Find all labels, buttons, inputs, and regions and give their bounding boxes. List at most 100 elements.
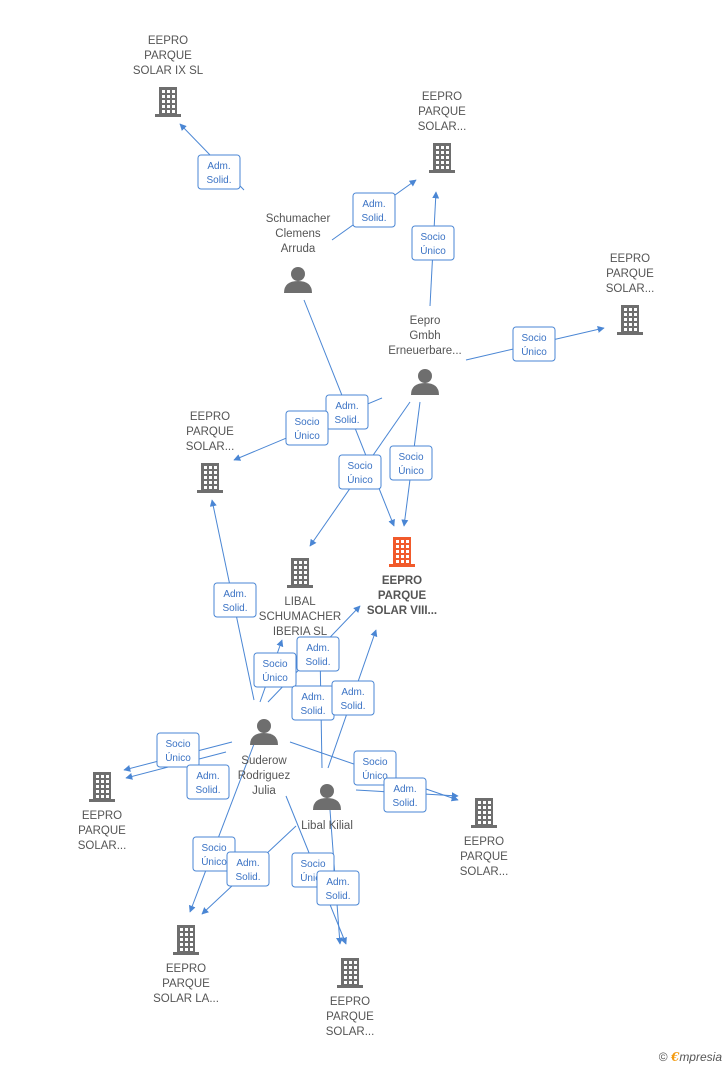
relation-badge[interactable]: Adm. Solid. xyxy=(197,154,241,190)
node-label-line: PARQUE xyxy=(460,851,508,863)
badge-label-line: Único xyxy=(201,855,227,868)
badge-label-line: Solid. xyxy=(305,657,330,668)
badge-label-line: Adm. xyxy=(236,858,259,869)
node-label-line: Suderow xyxy=(241,755,287,767)
badge-label-line: Solid. xyxy=(235,872,260,883)
node-label-line: SOLAR... xyxy=(326,1026,375,1038)
company-node[interactable]: EEPRO PARQUE SOLAR... xyxy=(78,772,127,852)
company-node[interactable]: EEPRO PARQUE SOLAR LA... xyxy=(153,925,219,1005)
relation-badge[interactable]: Adm. Solid. xyxy=(316,870,360,906)
node-label-line: Schumacher xyxy=(266,213,331,225)
badge-label-line: Socio xyxy=(521,333,546,344)
node-label-line: EEPRO xyxy=(610,253,650,265)
badge-label-line: Único xyxy=(262,671,288,684)
badge-label-line: Adm. xyxy=(326,877,349,888)
building-icon xyxy=(471,798,497,828)
edge-arrow xyxy=(188,743,255,913)
node-label-line: EEPRO xyxy=(82,810,122,822)
person-icon xyxy=(313,784,341,810)
badge-label-line: Socio xyxy=(398,452,423,463)
copyright-symbol: © xyxy=(658,1050,668,1064)
node-label-line: EEPRO xyxy=(382,575,422,587)
building-icon xyxy=(337,958,363,988)
badge-label-line: Único xyxy=(347,473,373,486)
node-label-line: PARQUE xyxy=(378,590,427,602)
badge-label-line: Adm. xyxy=(207,161,230,172)
relation-badge[interactable]: Adm. Solid. xyxy=(325,394,369,430)
node-label-line: Gmbh xyxy=(409,330,440,342)
building-icon xyxy=(389,537,415,567)
building-icon xyxy=(173,925,199,955)
person-node[interactable]: EeproGmbhErneuerbare... xyxy=(388,315,462,395)
node-label-line: EEPRO xyxy=(166,963,206,975)
building-icon xyxy=(89,772,115,802)
node-label-line: Clemens xyxy=(275,228,321,240)
building-icon xyxy=(287,558,313,588)
relation-badge[interactable]: Adm.Solid. xyxy=(186,764,230,800)
node-label-line: EEPRO xyxy=(190,411,230,423)
badge-label-line: Adm. xyxy=(196,771,219,782)
company-node[interactable]: EEPROPARQUESOLAR... xyxy=(186,411,235,493)
node-label-line: Erneuerbare... xyxy=(388,345,462,357)
building-icon xyxy=(429,143,455,173)
badge-label-line: Solid. xyxy=(206,175,231,186)
node-label-line: SCHUMACHER xyxy=(259,611,341,623)
relation-badge[interactable]: Adm.Solid. xyxy=(296,636,340,672)
company-node[interactable]: EEPRO PARQUE SOLAR... xyxy=(606,253,655,335)
badge-label-line: Solid. xyxy=(300,706,325,717)
building-icon xyxy=(197,463,223,493)
relation-badge[interactable]: Adm.Solid. xyxy=(331,680,375,716)
node-label-line: SOLAR LA... xyxy=(153,993,219,1005)
node-label-line: SOLAR... xyxy=(186,441,235,453)
badges-layer: Adm.Solid.Adm.Solid.SocioÚnicoSocioÚnico… xyxy=(156,154,556,906)
node-label-line: PARQUE xyxy=(78,825,126,837)
badge-label-line: Adm. xyxy=(335,401,358,412)
node-label-line: PARQUE xyxy=(144,50,192,62)
relation-badge[interactable]: Adm.Solid. xyxy=(213,582,257,618)
relation-badge[interactable]: Adm.Solid. xyxy=(291,685,335,721)
badge-label-line: Solid. xyxy=(334,415,359,426)
building-icon xyxy=(155,87,181,117)
relation-badge[interactable]: Adm.Solid. xyxy=(383,777,427,813)
person-node[interactable]: Libal Kilial xyxy=(301,784,353,832)
person-icon xyxy=(250,719,278,745)
node-label-line: SOLAR... xyxy=(78,840,127,852)
node-label-line: SOLAR... xyxy=(606,283,655,295)
badge-label-line: Único xyxy=(420,244,446,257)
badge-label-line: Único xyxy=(294,429,320,442)
node-label-line: PARQUE xyxy=(606,268,654,280)
company-node[interactable]: EEPROPARQUESOLAR... xyxy=(460,798,509,878)
node-label-line: Arruda xyxy=(281,243,316,255)
relation-badge[interactable]: Adm. Solid. xyxy=(226,851,270,887)
building-icon xyxy=(617,305,643,335)
company-node[interactable]: EEPROPARQUESOLAR... xyxy=(418,91,467,173)
node-label-line: EEPRO xyxy=(148,35,188,47)
badge-label-line: Adm. xyxy=(362,199,385,210)
node-label-line: EEPRO xyxy=(422,91,462,103)
badge-label-line: Adm. xyxy=(393,784,416,795)
relation-badge[interactable]: Adm. Solid. xyxy=(352,192,396,228)
node-label-line: LIBAL xyxy=(284,596,316,608)
person-icon xyxy=(284,267,312,293)
badge-label-line: Socio xyxy=(362,757,387,768)
badge-label-line: Solid. xyxy=(361,213,386,224)
company-node[interactable]: EEPROPARQUESOLAR... xyxy=(326,958,375,1038)
badge-label-line: Solid. xyxy=(325,891,350,902)
node-label-line: PARQUE xyxy=(162,978,210,990)
